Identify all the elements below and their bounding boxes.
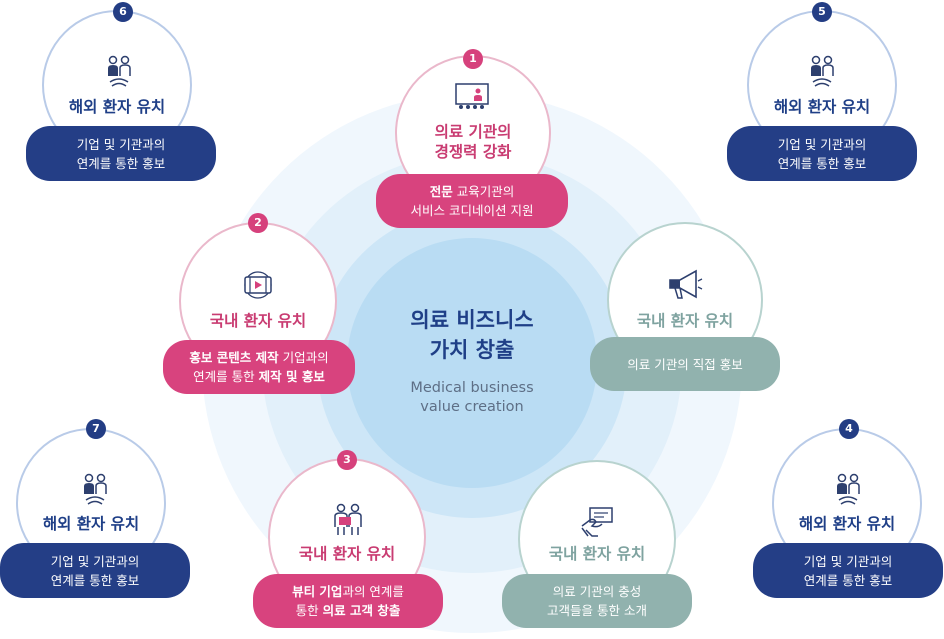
- node-6-badge: 6: [113, 2, 133, 22]
- node-7-title: 해외 환자 유치: [42, 515, 140, 533]
- node-6-desc-line1: 기업 및 기관과의: [76, 136, 166, 152]
- node-1-desc: 전문 교육기관의 서비스 코디네이션 지원: [376, 174, 568, 228]
- node-2-desc: 홍보 콘텐츠 제작 기업과의 연계를 통한 제작 및 홍보: [163, 340, 355, 394]
- node-5-desc-line2: 연계를 통한 홍보: [777, 155, 867, 171]
- node-2-desc-line2-bold: 제작 및 홍보: [258, 369, 325, 384]
- node-2-desc-line1-bold: 홍보 콘텐츠 제작: [189, 350, 279, 365]
- node-7-desc-line1: 기업 및 기관과의: [50, 553, 140, 569]
- node-teal-bottom-desc: 의료 기관의 충성 고객들을 통한 소개: [502, 574, 692, 628]
- node-6-desc-line2: 연계를 통한 홍보: [76, 155, 166, 171]
- handshake-people-icon: [108, 55, 131, 87]
- node-2-desc-line1-rest: 기업과의: [278, 350, 329, 365]
- node-7-badge: 7: [86, 419, 106, 439]
- node-2-desc-line2-rest: 연계를 통한: [193, 369, 259, 384]
- node-3-desc-line2-bold: 의료 고객 창출: [322, 603, 401, 618]
- node-3-badge: 3: [337, 450, 357, 470]
- node-teal-bottom-desc-line2: 고객들을 통한 소개: [547, 603, 647, 618]
- node-3-title: 국내 환자 유치: [298, 545, 396, 563]
- referral-hand-icon: [581, 507, 613, 537]
- node-5-desc: 기업 및 기관과의 연계를 통한 홍보: [727, 126, 917, 181]
- node-1-title-line2: 경쟁력 강화: [434, 143, 512, 161]
- presentation-icon: [455, 83, 489, 109]
- node-1-desc-line1: 전문 교육기관의: [430, 182, 515, 201]
- node-6-title: 해외 환자 유치: [68, 98, 166, 116]
- film-video-icon: [244, 271, 272, 299]
- node-2-badge: 2: [248, 213, 268, 233]
- node-4-badge: 4: [839, 419, 859, 439]
- node-3-desc-line1-rest: 과의 연계를: [342, 584, 404, 599]
- node-5-desc-line1: 기업 및 기관과의: [777, 136, 867, 152]
- node-2-title: 국내 환자 유치: [209, 312, 307, 330]
- node-3-desc-line1: 뷰티 기업과의 연계를: [292, 582, 404, 601]
- node-teal-bottom-desc-line1: 의료 기관의 충성: [552, 584, 642, 599]
- node-4-desc-line2: 연계를 통한 홍보: [803, 572, 893, 588]
- node-1-desc-line1-bold: 전문: [429, 184, 453, 199]
- node-3-desc-line2: 통한 의료 고객 창출: [296, 601, 401, 620]
- node-teal-right-desc: 의료 기관의 직접 홍보: [590, 337, 780, 391]
- node-1-desc-line1-rest: 교육기관의: [452, 184, 515, 199]
- node-5-badge: 5: [812, 2, 832, 22]
- node-3-desc-line1-bold: 뷰티 기업: [292, 584, 343, 599]
- node-3-desc-line2-rest: 통한: [295, 603, 323, 618]
- center-subtitle-line1: Medical business: [410, 380, 534, 396]
- handshake-people-icon: [84, 473, 107, 505]
- node-1-desc-line2: 서비스 코디네이션 지원: [410, 203, 534, 218]
- node-1-title-line1: 의료 기관의: [434, 123, 512, 141]
- node-teal-bottom-title: 국내 환자 유치: [548, 545, 646, 563]
- node-6-desc: 기업 및 기관과의 연계를 통한 홍보: [26, 126, 216, 181]
- node-4-desc: 기업 및 기관과의 연계를 통한 홍보: [753, 543, 943, 598]
- node-2-desc-line1: 홍보 콘텐츠 제작 기업과의: [189, 348, 328, 367]
- doctor-patient-icon: [334, 503, 362, 535]
- node-7-desc-line2: 연계를 통한 홍보: [50, 572, 140, 588]
- node-4-desc-line1: 기업 및 기관과의: [803, 553, 893, 569]
- node-2-desc-line2: 연계를 통한 제작 및 홍보: [193, 367, 325, 386]
- handshake-people-icon: [811, 55, 834, 87]
- center-title-line2: 가치 창출: [429, 338, 515, 362]
- node-1-badge: 1: [463, 49, 483, 69]
- center-circle: [347, 238, 597, 488]
- node-4-title: 해외 환자 유치: [798, 515, 896, 533]
- node-1-title: 의료 기관의 경쟁력 강화: [395, 122, 551, 162]
- center-title-line1: 의료 비즈니스: [410, 308, 534, 332]
- node-5-title: 해외 환자 유치: [773, 98, 871, 116]
- node-7-desc: 기업 및 기관과의 연계를 통한 홍보: [0, 543, 190, 598]
- node-teal-right-title: 국내 환자 유치: [636, 312, 734, 330]
- center-subtitle-line2: value creation: [420, 399, 524, 415]
- center-title: 의료 비즈니스 가치 창출: [372, 305, 572, 365]
- node-teal-right-desc-line1: 의료 기관의 직접 홍보: [627, 356, 743, 372]
- center-subtitle: Medical business value creation: [372, 379, 572, 417]
- node-3-desc: 뷰티 기업과의 연계를 통한 의료 고객 창출: [253, 574, 443, 628]
- handshake-people-icon: [837, 473, 860, 505]
- megaphone-icon: [669, 269, 703, 299]
